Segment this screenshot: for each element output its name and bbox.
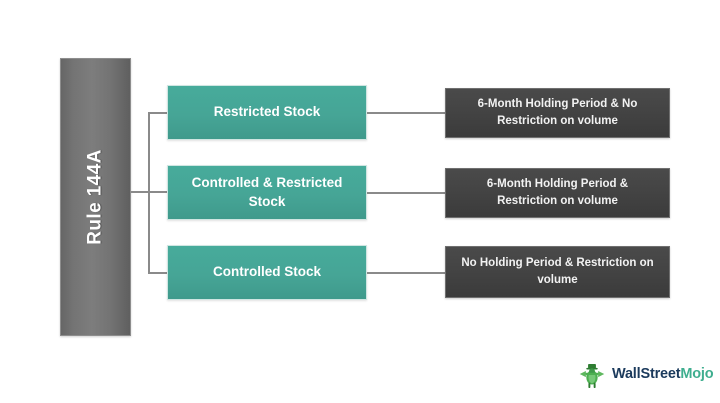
watermark-logo: WallStreetMojo [578,360,714,388]
logo-text-primary: WallStreet [612,366,681,382]
detail-node-2: 6-Month Holding Period & Restriction on … [445,168,670,218]
connector-root-stub [131,191,149,193]
connector-branch-1 [148,112,168,114]
detail-node-3: No Holding Period & Restriction on volum… [445,246,670,298]
category-node-2: Controlled & Restricted Stock [167,165,367,220]
root-node-rule-144a: Rule 144A [60,58,131,336]
detail-node-1: 6-Month Holding Period & No Restriction … [445,88,670,138]
connector-branch-3 [148,272,168,274]
category-node-1: Restricted Stock [167,85,367,140]
connector-link-3 [367,272,446,274]
wallstreetmojo-bull-icon [579,363,605,388]
logo-text-accent: Mojo [680,366,714,382]
connector-link-1 [367,112,446,114]
category-node-3: Controlled Stock [167,245,367,300]
logo-text: WallStreetMojo [612,366,714,382]
connector-branch-2 [148,191,168,193]
connector-link-2 [367,192,446,194]
root-node-label: Rule 144A [84,149,106,245]
